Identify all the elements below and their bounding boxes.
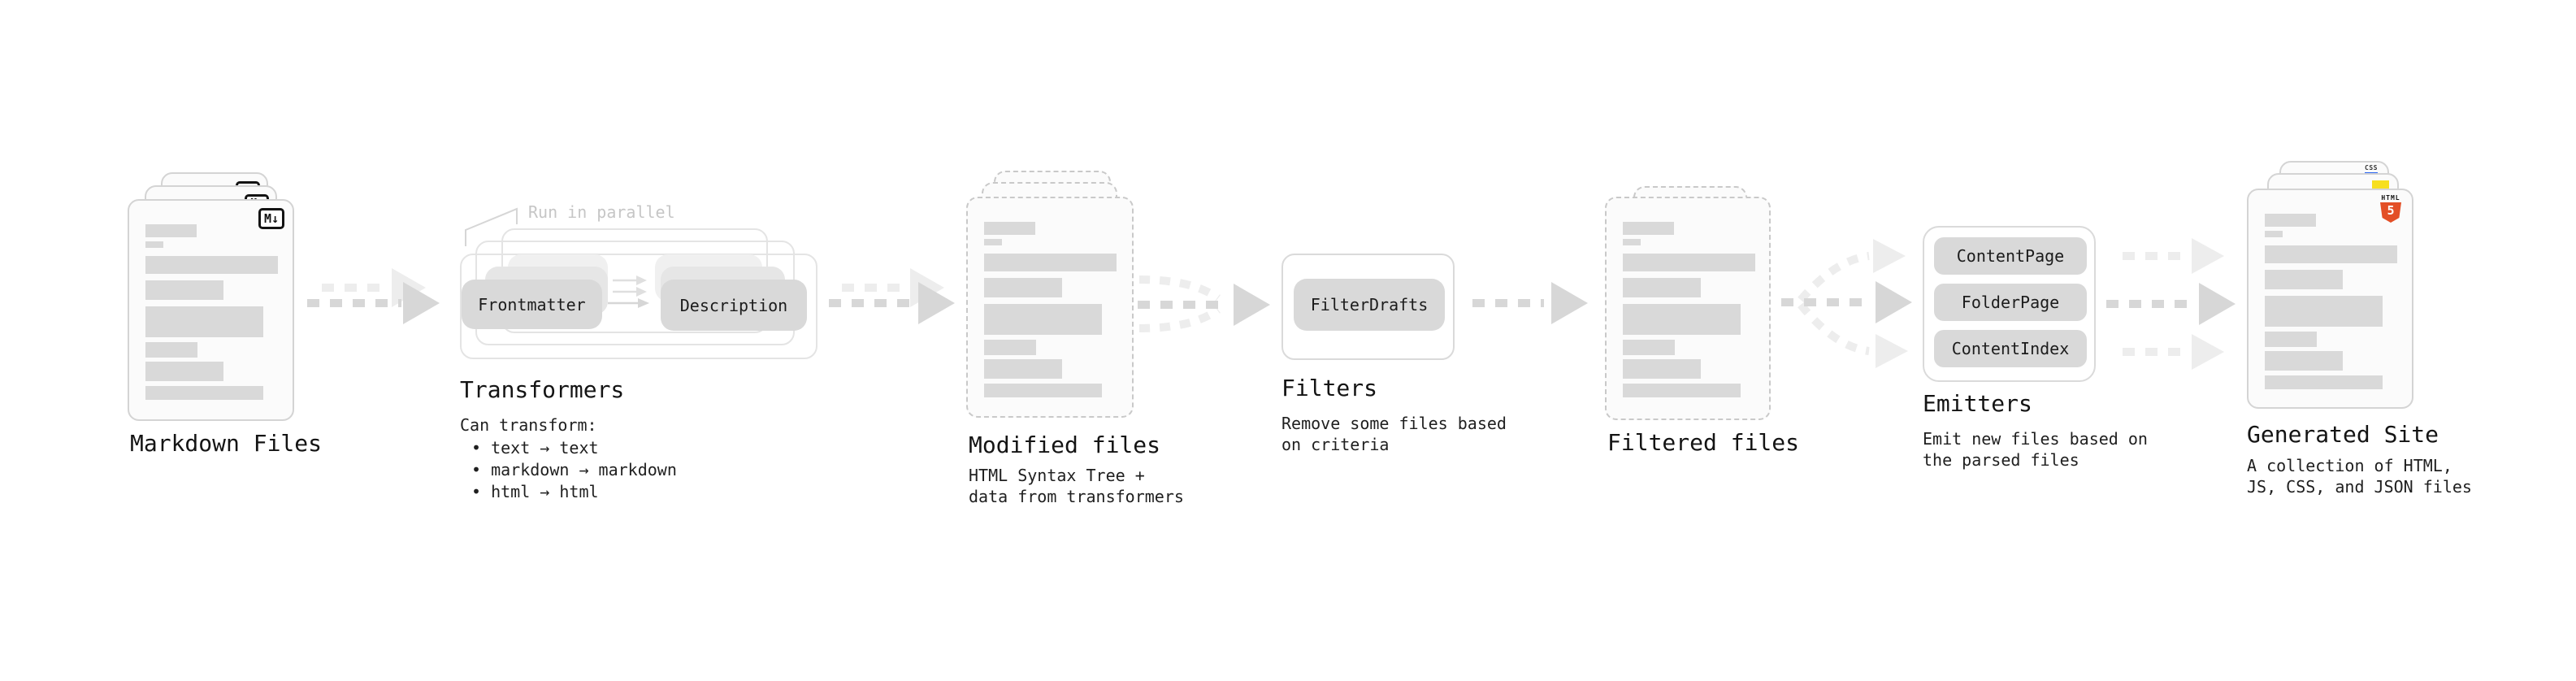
folderpage-pill: FolderPage	[1934, 284, 2087, 321]
skeleton-text-bar	[984, 239, 1002, 245]
skeleton-text-bar	[984, 254, 1117, 271]
description-pill: Description	[661, 280, 807, 331]
description-line: on criteria	[1281, 435, 1390, 454]
skeleton-text-bar	[1623, 278, 1701, 297]
html5-shield: 5	[2380, 202, 2401, 223]
modified-files-description: HTML Syntax Tree + data from transformer…	[969, 465, 1184, 507]
markdown-files-label: Markdown Files	[130, 430, 323, 457]
generated-site-label: Generated Site	[2247, 421, 2439, 448]
skeleton-text-bar	[1623, 239, 1641, 245]
skeleton-text-bar	[1623, 304, 1741, 335]
generated-html-file-card: HTML 5	[2247, 189, 2413, 409]
skeleton-text-bar	[1623, 254, 1755, 271]
skeleton-text-bar	[984, 222, 1035, 235]
contentindex-pill: ContentIndex	[1934, 330, 2087, 367]
description-line: JS, CSS, and JSON files	[2247, 477, 2472, 497]
skeleton-text-bar	[145, 342, 197, 358]
skeleton-text-bar	[145, 306, 263, 337]
skeleton-text-bar	[2265, 270, 2343, 289]
skeleton-text-bar	[145, 362, 223, 381]
filters-description: Remove some files based on criteria	[1281, 413, 1507, 455]
arrow-transformers-to-modified	[829, 268, 955, 324]
skeleton-text-bar	[984, 304, 1102, 335]
bullet-item: html → html	[471, 481, 677, 503]
transformers-subtitle: Can transform:	[460, 415, 597, 435]
js-icon	[2372, 180, 2389, 189]
arrow-emitters-to-generated	[2106, 238, 2236, 370]
skeleton-text-bar	[1623, 222, 1674, 235]
skeleton-text-bar	[2265, 296, 2383, 327]
bullet-item: markdown → markdown	[471, 459, 677, 481]
skeleton-text-bar	[1623, 340, 1675, 355]
modified-file-card-front	[966, 197, 1134, 418]
skeleton-text-bar	[2265, 351, 2343, 371]
arrow-filtered-to-emitters-fanout	[1781, 239, 1912, 368]
bullet-item: text → text	[471, 437, 677, 459]
generated-site-description: A collection of HTML, JS, CSS, and JSON …	[2247, 455, 2472, 497]
skeleton-text-bar	[2265, 245, 2397, 263]
transformers-title: Transformers	[460, 376, 625, 403]
filtered-files-label: Filtered files	[1607, 429, 1800, 456]
skeleton-text-bar	[145, 241, 163, 248]
skeleton-text-bar	[2265, 214, 2316, 227]
skeleton-text-bar	[984, 359, 1062, 379]
emitters-description: Emit new files based on the parsed files	[1923, 428, 2148, 471]
markdown-icon: M↓	[258, 208, 284, 229]
skeleton-text-bar	[984, 340, 1036, 355]
filters-title: Filters	[1281, 375, 1378, 401]
skeleton-text-bar	[145, 386, 263, 400]
skeleton-text-bar	[984, 278, 1062, 297]
markdown-file-card-front: M↓	[128, 199, 294, 421]
html5-number: 5	[2387, 203, 2395, 218]
modified-files-label: Modified files	[969, 432, 1161, 458]
arrow-filters-to-filtered	[1472, 282, 1588, 324]
contentpage-pill: ContentPage	[1934, 237, 2087, 275]
description-line: Remove some files based	[1281, 414, 1507, 433]
description-line: Emit new files based on	[1923, 429, 2148, 449]
skeleton-text-bar	[1623, 384, 1741, 397]
run-in-parallel-annotation: Run in parallel	[528, 202, 675, 222]
emitters-title: Emitters	[1923, 390, 2032, 417]
filterdrafts-pill: FilterDrafts	[1294, 279, 1445, 331]
skeleton-text-bar	[984, 384, 1102, 397]
skeleton-text-bar	[145, 280, 223, 300]
frontmatter-pill: Frontmatter	[462, 280, 602, 329]
transformers-bullet-list: text → text markdown → markdown html → h…	[471, 437, 677, 503]
filtered-file-card-front	[1605, 197, 1771, 420]
skeleton-text-bar	[145, 224, 197, 237]
html5-icon: HTML 5	[2376, 194, 2405, 223]
skeleton-text-bar	[1623, 359, 1701, 379]
description-line: A collection of HTML,	[2247, 456, 2452, 475]
css-icon-label: CSS	[2365, 164, 2378, 171]
transformer-box-front	[460, 254, 817, 359]
skeleton-text-bar	[2265, 231, 2283, 237]
description-line: the parsed files	[1923, 450, 2079, 470]
skeleton-text-bar	[145, 256, 278, 274]
emitters-box	[1923, 226, 2096, 382]
arrow-markdown-to-transformers	[307, 268, 440, 324]
filters-box	[1281, 254, 1455, 360]
skeleton-text-bar	[2265, 375, 2383, 389]
description-line: HTML Syntax Tree +	[969, 466, 1145, 485]
html5-icon-label: HTML	[2381, 194, 2400, 202]
description-line: data from transformers	[969, 487, 1184, 506]
arrow-modified-to-filters-merge	[1138, 275, 1270, 332]
skeleton-text-bar	[2265, 332, 2317, 347]
